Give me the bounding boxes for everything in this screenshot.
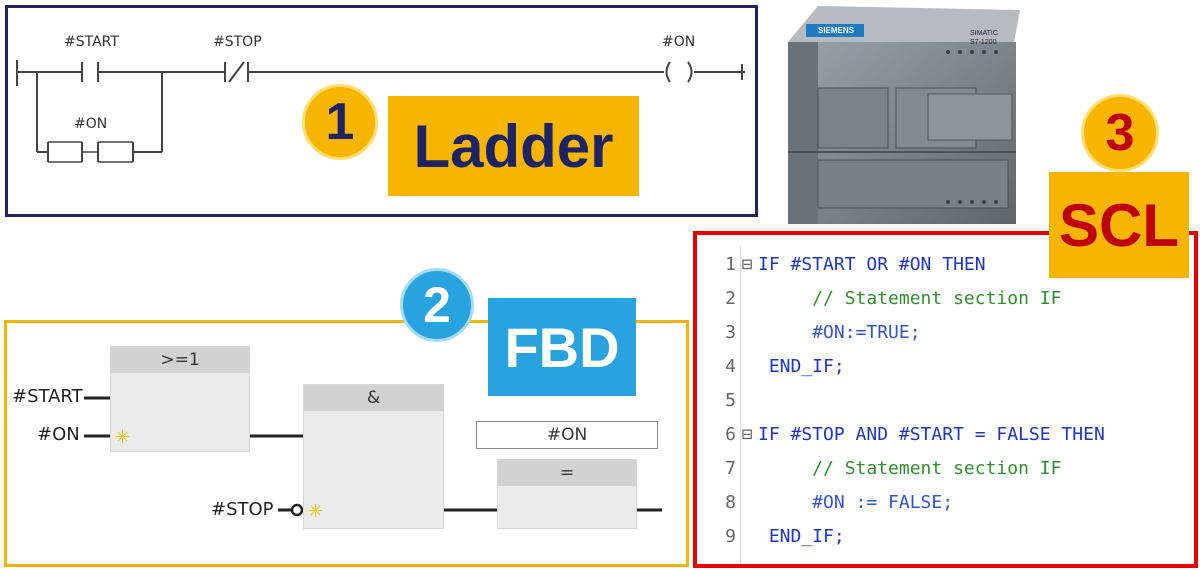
coil-left-arc: [665, 61, 671, 83]
siemens-logo-plate: [806, 24, 864, 37]
line-number: 9: [725, 526, 736, 547]
fbd-wiring: [84, 396, 662, 517]
stop-contact-slash: [228, 61, 245, 83]
scl-title: SCL: [1049, 172, 1189, 278]
or-block-add-input-icon: ✳: [115, 427, 131, 448]
scl-line: 6⊟IF #STOP AND #START = FALSE THEN: [700, 421, 1194, 455]
plc-image: [788, 6, 1020, 224]
line-number: 4: [725, 356, 736, 377]
scl-line: 5: [700, 387, 1194, 421]
ladder-on-label: #ON: [74, 116, 108, 132]
badge-1: 1: [302, 84, 378, 160]
line-number: 6: [725, 424, 736, 445]
fold-icon[interactable]: ⊟: [741, 254, 753, 275]
scl-comment: // Statement section IF: [758, 288, 1062, 309]
plc-brand: SIEMENS: [817, 26, 854, 35]
coil-right-arc: [687, 61, 693, 83]
and-block-label: &: [304, 385, 443, 411]
scl-keyword: IF #STOP AND #START = FALSE THEN: [758, 424, 1105, 445]
and-block: & ✳: [303, 384, 444, 529]
scl-line: 7 // Statement section IF: [700, 455, 1194, 489]
scl-line: 9 END_IF;: [700, 523, 1194, 557]
fbd-title: FBD: [488, 298, 636, 396]
scl-gutter-line: [740, 246, 742, 564]
ladder-coil-label: #ON: [662, 34, 696, 50]
fbd-input-on: #ON: [37, 424, 80, 445]
scl-keyword: END_IF;: [758, 526, 845, 547]
or-block-label: >=1: [111, 347, 249, 373]
fbd-input-stop: #STOP: [211, 499, 274, 520]
plc-model-1: SIMATIC: [970, 30, 998, 37]
scl-line: 1⊟IF #START OR #ON THEN: [700, 251, 1194, 285]
assign-block: =: [497, 459, 637, 529]
or-block: >=1 ✳: [110, 346, 250, 452]
line-number: 3: [725, 322, 736, 343]
scl-comment: // Statement section IF: [758, 458, 1062, 479]
plc-model-2: S7-1200: [970, 39, 997, 46]
fold-icon[interactable]: ⊟: [741, 424, 753, 445]
scl-line: 2 // Statement section IF: [700, 285, 1194, 319]
ladder-start-label: #START: [64, 34, 119, 50]
line-number: 7: [725, 458, 736, 479]
fbd-input-start: #START: [12, 386, 83, 407]
line-number: 5: [725, 390, 736, 411]
badge-2: 2: [400, 268, 474, 342]
line-number: 8: [725, 492, 736, 513]
fbd-output-tag: #ON: [476, 421, 658, 449]
negation-circle: [290, 503, 304, 517]
badge-3: 3: [1081, 94, 1159, 172]
assign-block-label: =: [498, 460, 636, 486]
line-number: 2: [725, 288, 736, 309]
scl-keyword: END_IF;: [758, 356, 845, 377]
ladder-title: Ladder: [388, 96, 639, 196]
ladder-diagram: [16, 60, 745, 163]
line-number: 1: [725, 254, 736, 275]
scl-line: 3 #ON:=TRUE;: [700, 319, 1194, 353]
scl-panel: [693, 231, 1198, 568]
scl-line: 4 END_IF;: [700, 353, 1194, 387]
ladder-stop-label: #STOP: [213, 34, 262, 50]
and-block-add-input-icon: ✳: [308, 501, 324, 522]
scl-statement: #ON := FALSE;: [758, 492, 954, 513]
scl-statement: #ON:=TRUE;: [758, 322, 921, 343]
scl-keyword: IF #START OR #ON THEN: [758, 254, 986, 275]
scl-line: 8 #ON := FALSE;: [700, 489, 1194, 523]
